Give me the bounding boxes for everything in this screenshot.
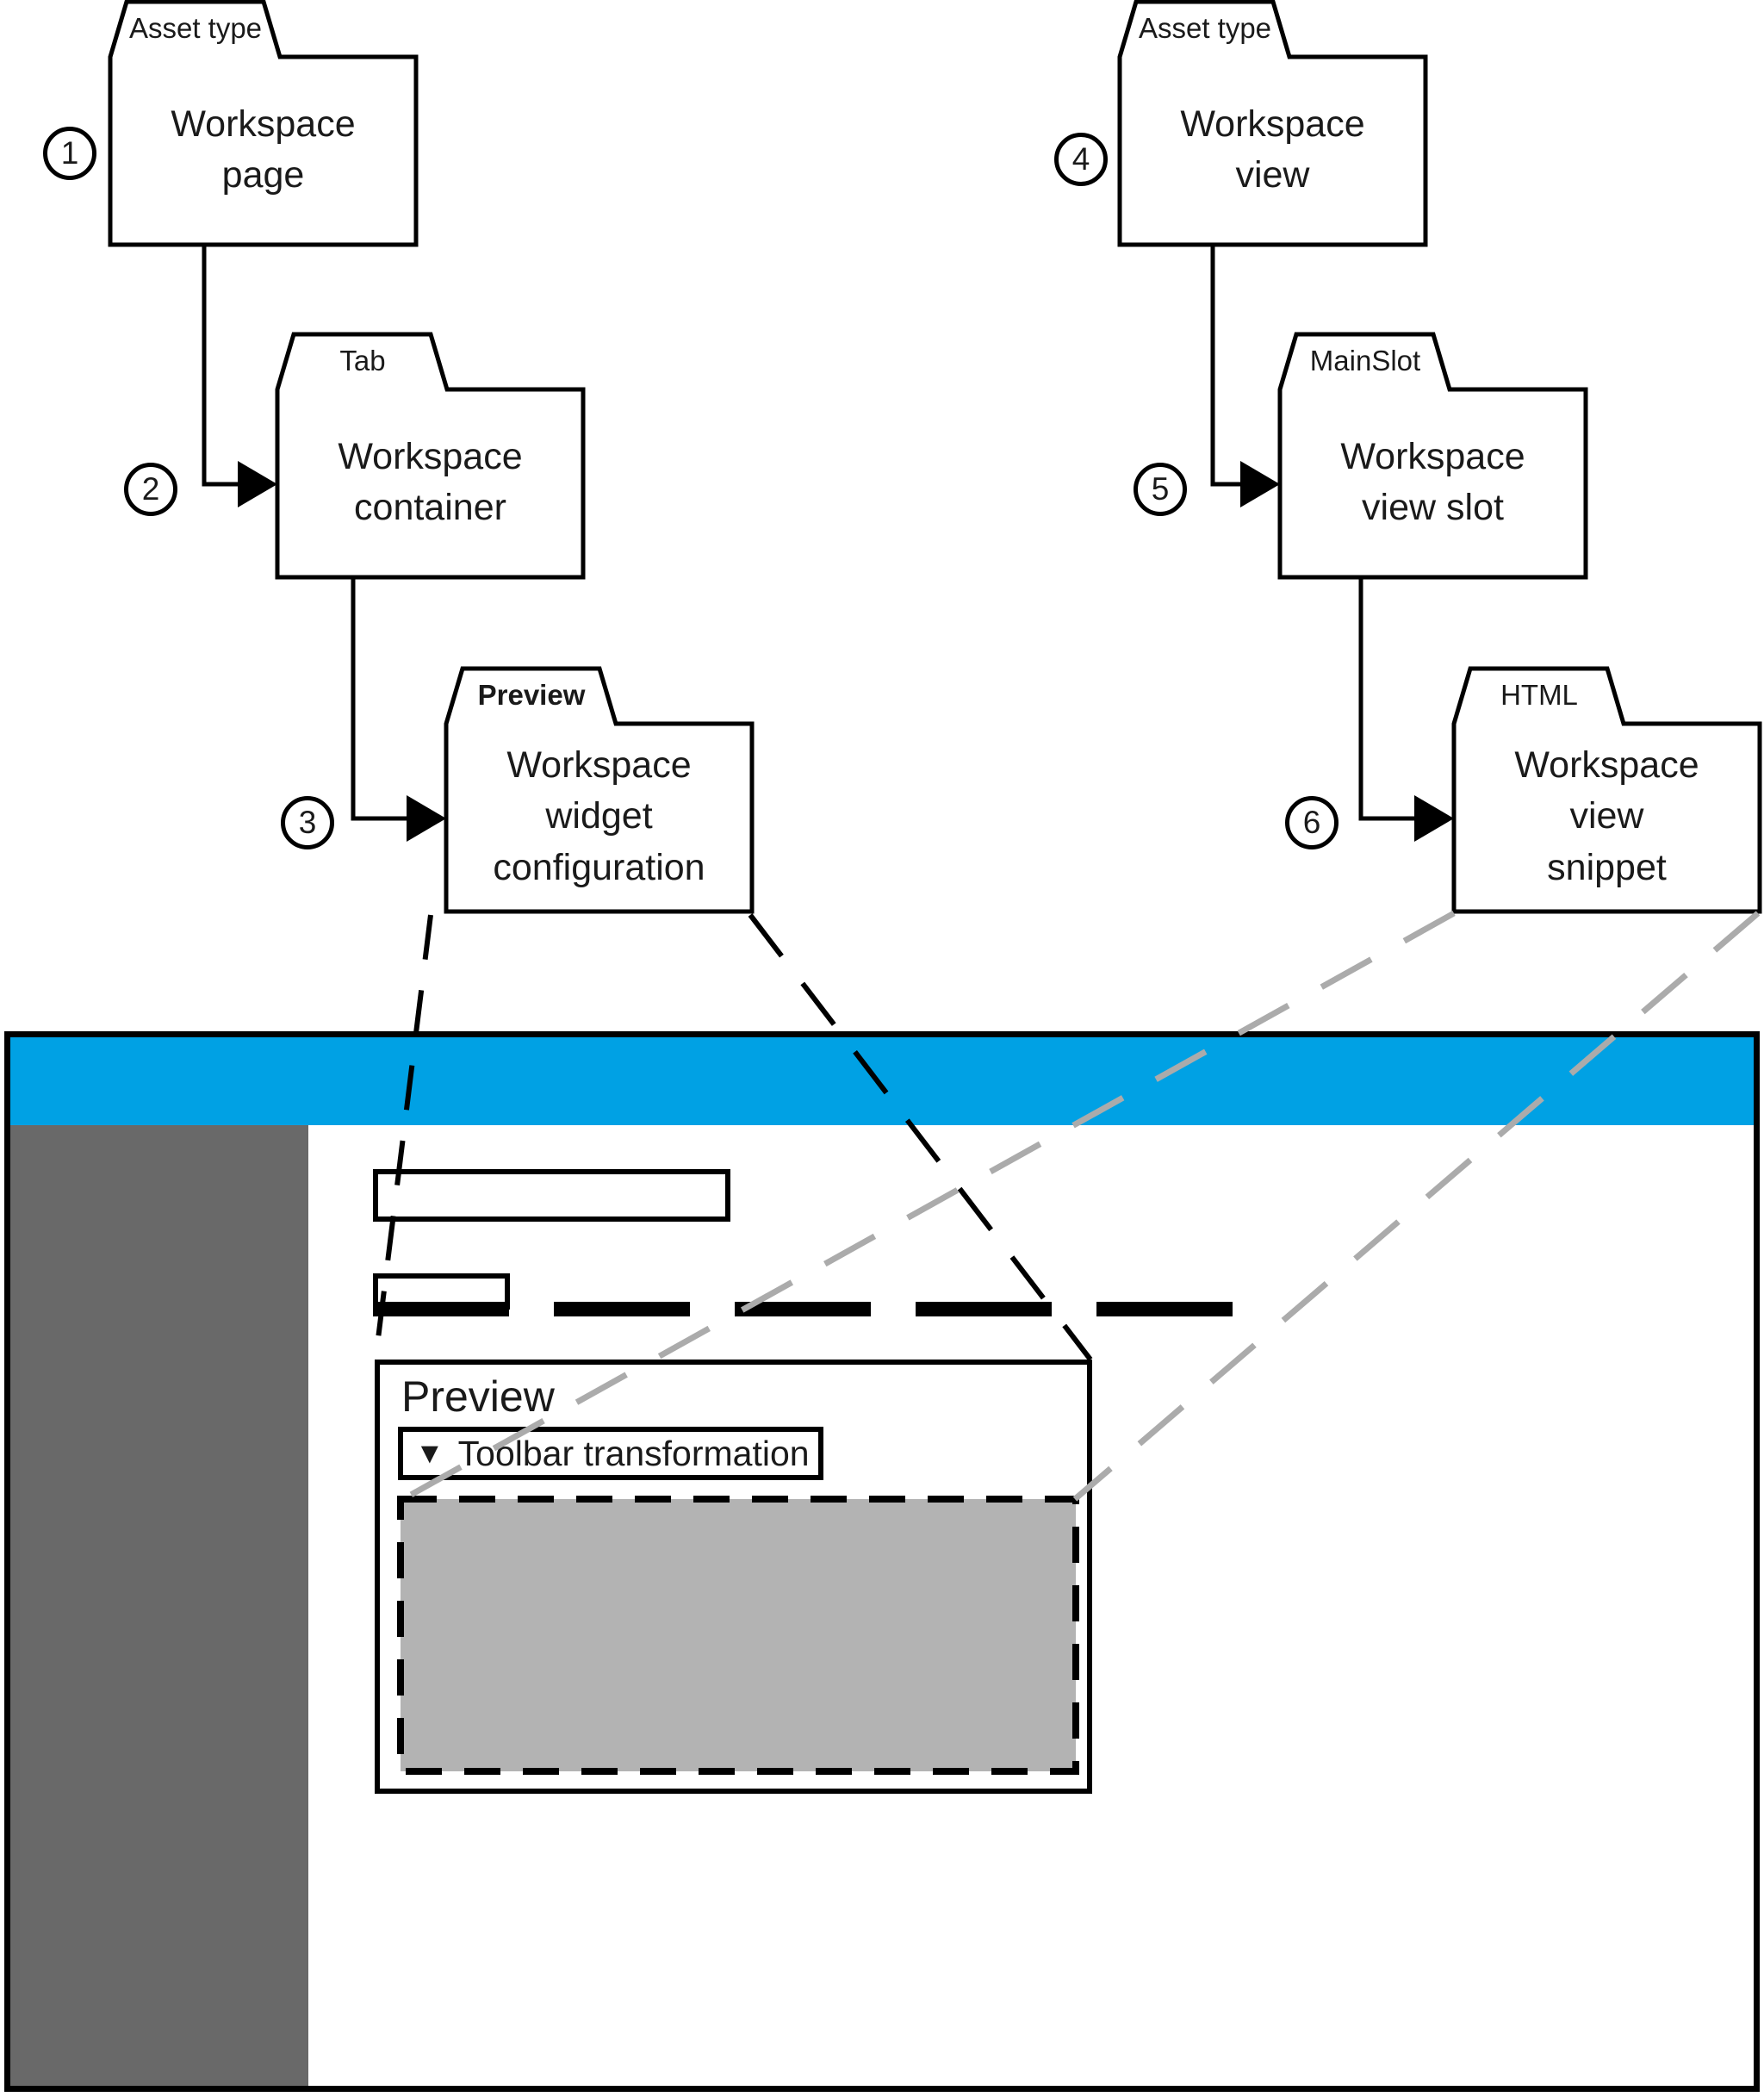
folder-tab-preview: Preview <box>477 679 586 711</box>
mockup-sidebar <box>10 1125 308 2086</box>
dropdown-arrow-icon: ▼ <box>415 1437 444 1470</box>
widget-content-placeholder <box>401 1499 1076 1771</box>
step-circle-5: 5 <box>1134 463 1187 516</box>
mockup-divider-dashed <box>373 1302 1236 1316</box>
step-circle-6: 6 <box>1285 796 1339 849</box>
folder-tab-tab: Tab <box>339 345 386 376</box>
folder-label-workspace-page: Workspace page <box>171 103 356 196</box>
step-circle-2: 2 <box>124 463 177 516</box>
arrowhead-snippet <box>1414 795 1454 842</box>
folder-label-workspace-widget-configuration: Workspace widget configuration <box>493 744 705 888</box>
mockup-field-placeholder-large <box>373 1169 730 1222</box>
folder-tab-html: HTML <box>1500 679 1578 711</box>
arrowhead-widget <box>407 795 446 842</box>
folder-label-workspace-container: Workspace container <box>338 435 523 528</box>
folder-workspace-container <box>275 332 586 580</box>
step-circle-3: 3 <box>281 796 334 849</box>
connector-container-to-widget <box>351 577 407 821</box>
folder-workspace-view-snippet <box>1451 666 1762 914</box>
arrowhead-slot <box>1240 461 1280 507</box>
toolbar-transformation-label: Toolbar transformation <box>457 1433 810 1473</box>
folder-workspace-view <box>1117 0 1428 247</box>
connector-view-to-slot <box>1210 245 1240 487</box>
preview-panel-title: Preview <box>401 1372 555 1421</box>
mockup-header-bar <box>10 1037 1754 1125</box>
connector-page-to-container <box>202 245 238 487</box>
arrowhead-container <box>238 461 277 507</box>
folder-tab-asset-type-1: Asset type <box>128 12 263 44</box>
connector-slot-to-snippet <box>1358 577 1414 821</box>
folder-tab-mainslot: MainSlot <box>1309 345 1421 376</box>
toolbar-transformation-dropdown: ▼ Toolbar transformation <box>398 1427 823 1480</box>
folder-workspace-widget-configuration <box>444 666 755 914</box>
folder-label-workspace-view-snippet: Workspace view snippet <box>1514 744 1699 888</box>
folder-tab-asset-type-2: Asset type <box>1138 12 1272 44</box>
folder-label-workspace-view-slot: Workspace view slot <box>1340 435 1525 528</box>
folder-workspace-page <box>108 0 419 247</box>
step-circle-1: 1 <box>43 127 96 180</box>
step-circle-4: 4 <box>1054 133 1108 186</box>
folder-workspace-view-slot <box>1277 332 1588 580</box>
folder-label-workspace-view: Workspace view <box>1180 103 1365 196</box>
